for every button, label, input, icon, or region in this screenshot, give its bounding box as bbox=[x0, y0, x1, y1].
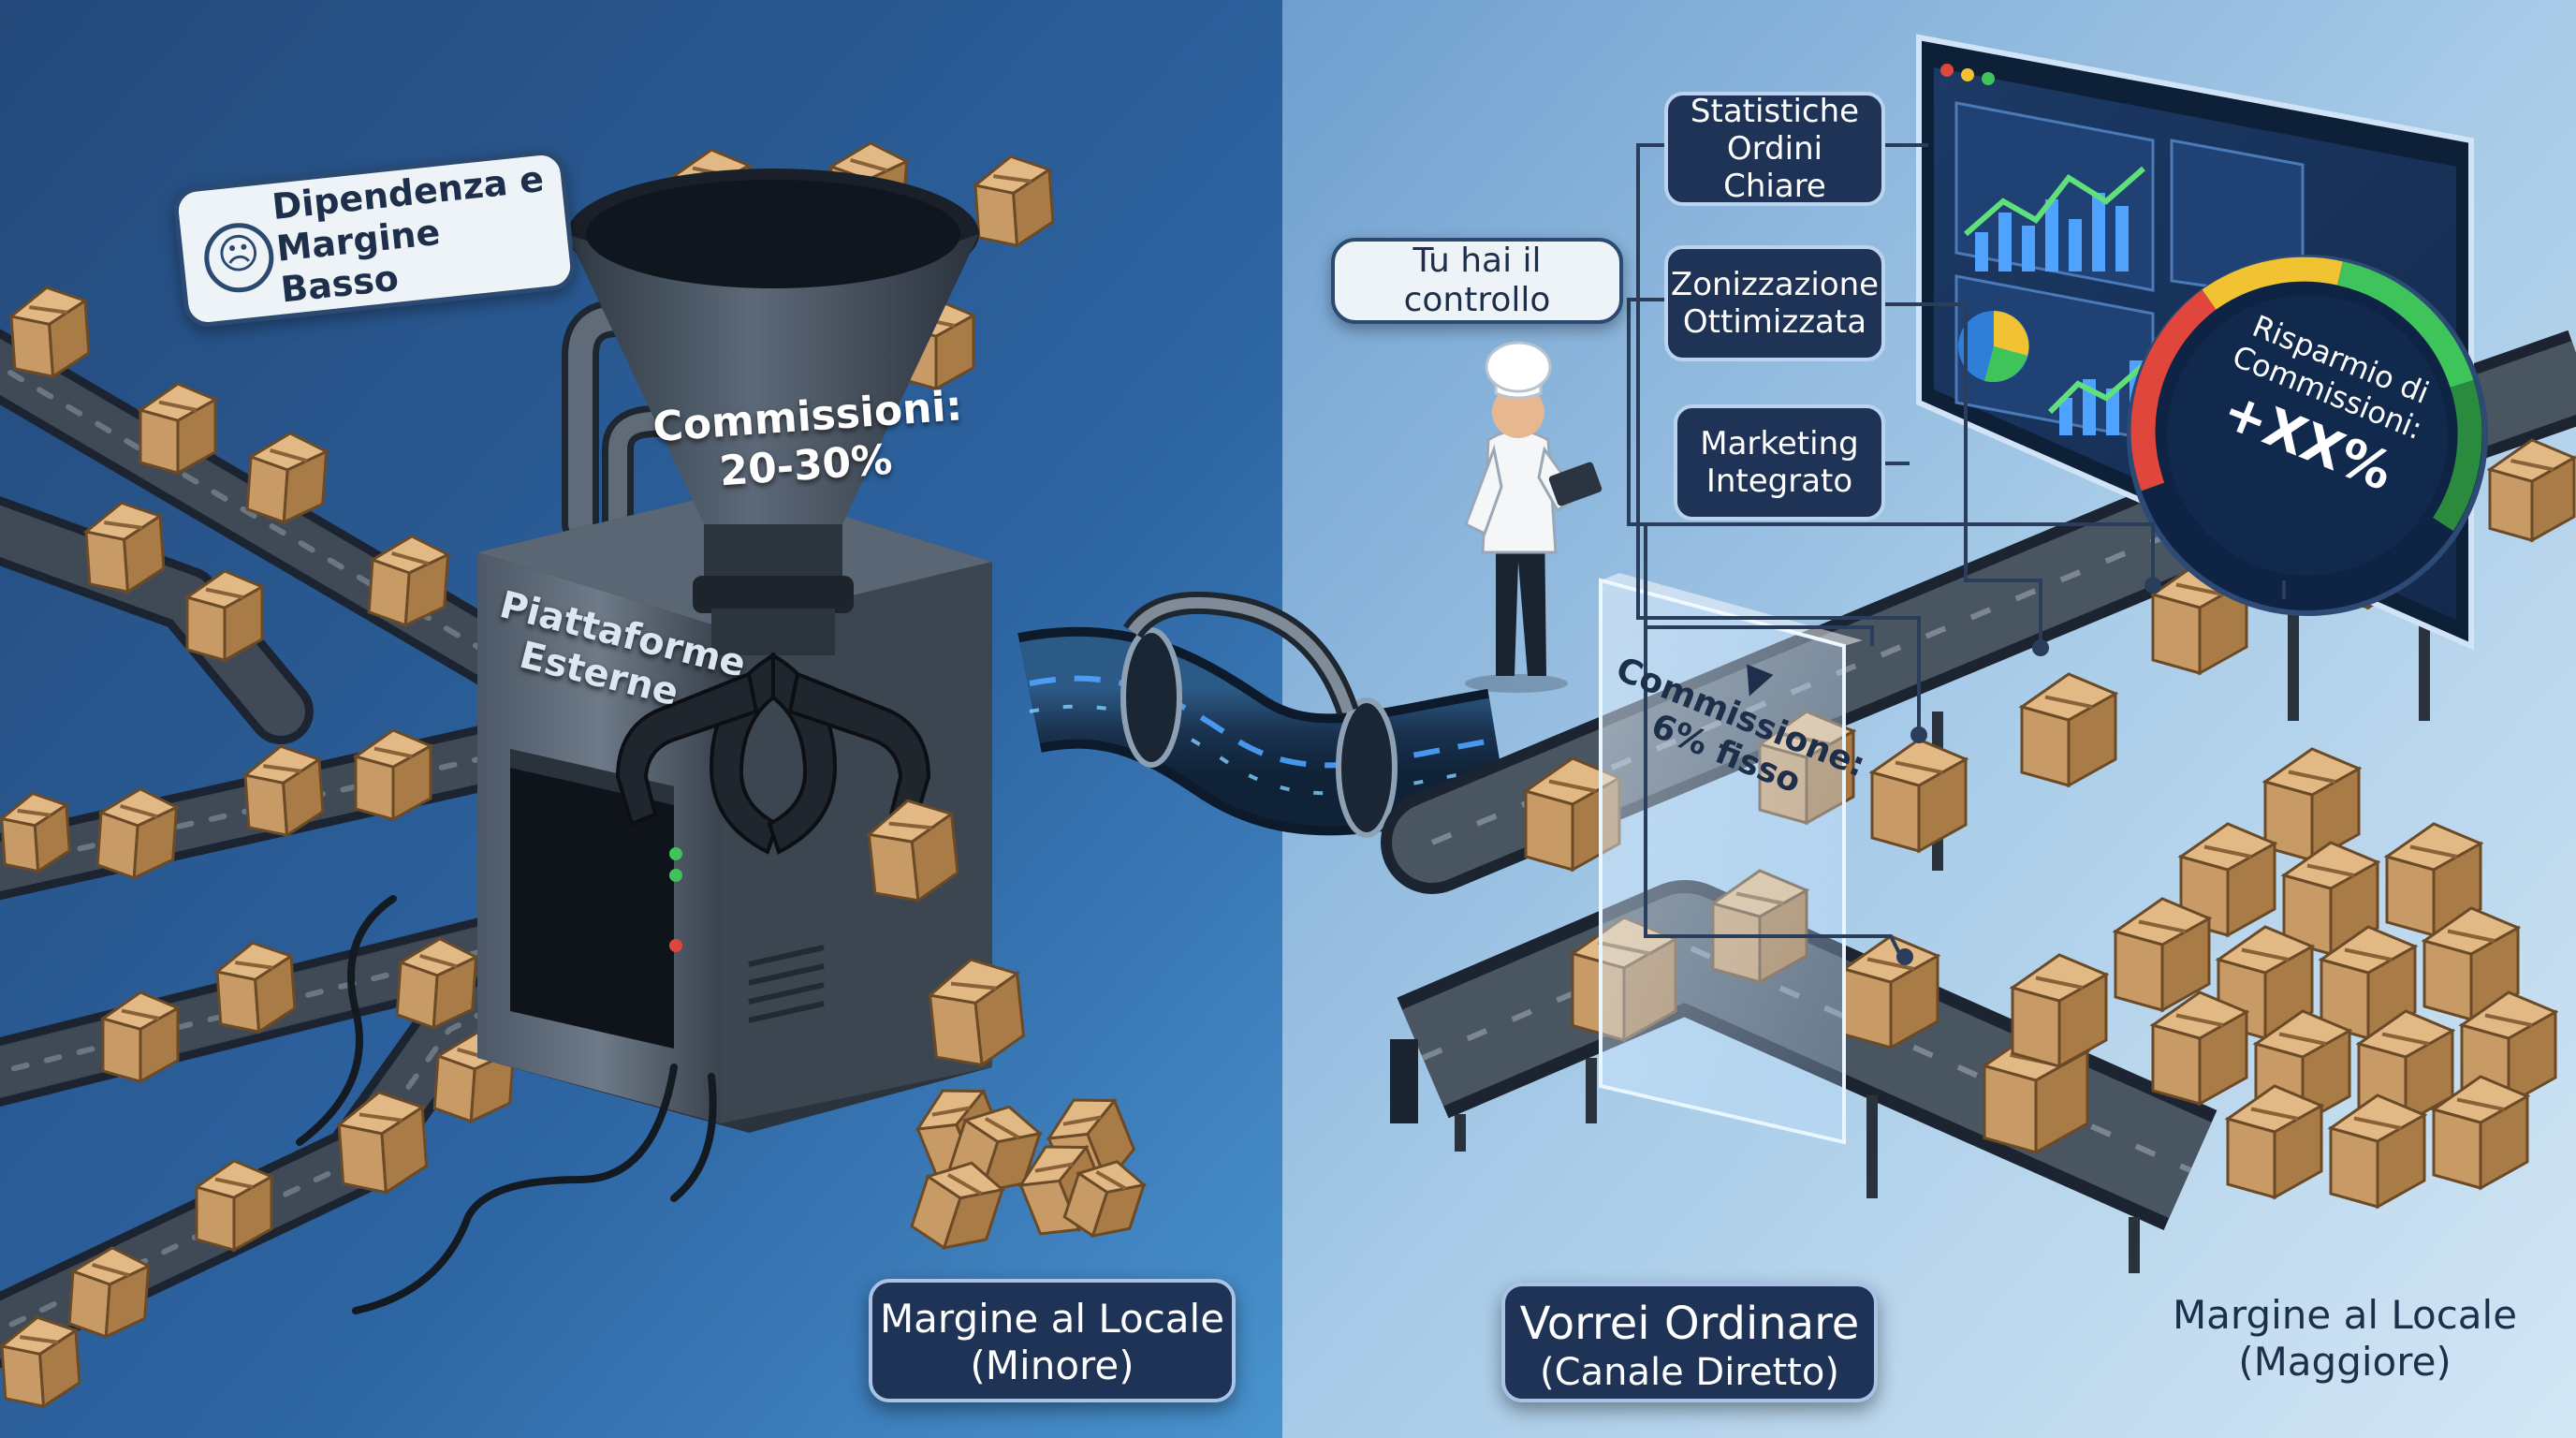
sad-face-icon: ☹ bbox=[200, 219, 277, 296]
stacked-box bbox=[2149, 990, 2250, 1107]
cardboard-box bbox=[367, 535, 452, 628]
cardboard-box bbox=[972, 154, 1055, 248]
stacked-box bbox=[2318, 925, 2419, 1041]
feature-zoning-line1: Zonizzazione bbox=[1670, 265, 1880, 303]
cardboard-box bbox=[395, 937, 480, 1031]
feature-marketing-line2: Integrato bbox=[1705, 462, 1853, 500]
dashboard-bar bbox=[2045, 199, 2058, 271]
cardboard-box bbox=[183, 569, 266, 663]
dashboard-bar bbox=[2022, 226, 2035, 271]
cardboard-box-direct bbox=[1840, 934, 1941, 1050]
cardboard-box bbox=[213, 941, 297, 1034]
dashboard-bar bbox=[2106, 389, 2119, 435]
margin-major-line1: Margine al Locale bbox=[2172, 1292, 2518, 1338]
margin-label-major: Margine al Locale (Maggiore) bbox=[2162, 1292, 2527, 1404]
cta-line1: Vorrei Ordinare bbox=[1519, 1298, 1860, 1350]
cardboard-box-direct bbox=[1868, 738, 1969, 854]
cardboard-box bbox=[352, 728, 434, 822]
cardboard-box bbox=[0, 1315, 81, 1409]
funnel-commission-label: Commissioni: 20-30% bbox=[651, 382, 964, 525]
cardboard-box bbox=[245, 432, 330, 525]
feature-zoning-line2: Ottimizzata bbox=[1682, 303, 1867, 341]
feature-zoning: Zonizzazione Ottimizzata bbox=[1664, 245, 1885, 361]
cardboard-box bbox=[0, 791, 71, 874]
crushed-box bbox=[1062, 1160, 1148, 1239]
feature-marketing: Marketing Integrato bbox=[1674, 404, 1885, 521]
cardboard-box bbox=[99, 990, 182, 1084]
dashboard-bar bbox=[2092, 193, 2105, 271]
cardboard-box bbox=[193, 1159, 275, 1253]
feature-statistics-line1: Statistiche bbox=[1690, 92, 1860, 130]
stacked-box bbox=[2327, 1093, 2428, 1210]
stacked-box bbox=[2177, 822, 2278, 938]
margin-minor-line2: (Minore) bbox=[970, 1342, 1134, 1388]
speech-bubble-control: Tu hai il controllo bbox=[1331, 238, 1623, 324]
feature-statistics-line2: Ordini Chiare bbox=[1723, 129, 1826, 206]
stacked-box bbox=[2261, 747, 2363, 863]
cardboard-box bbox=[242, 744, 325, 838]
cta-line2: (Canale Diretto) bbox=[1540, 1350, 1839, 1394]
cardboard-box bbox=[335, 1091, 429, 1196]
dashboard-bar bbox=[2069, 219, 2082, 271]
cardboard-box bbox=[67, 1246, 153, 1340]
falling-box bbox=[865, 799, 959, 903]
dashboard-bar bbox=[1998, 213, 2012, 271]
cardboard-box-direct bbox=[2009, 953, 2110, 1069]
margin-minor-line1: Margine al Locale bbox=[879, 1296, 1225, 1342]
feature-marketing-line1: Marketing bbox=[1700, 424, 1859, 462]
cardboard-box bbox=[137, 382, 219, 476]
cardboard-box-direct bbox=[2018, 672, 2119, 788]
cta-order-direct-button[interactable]: Vorrei Ordinare (Canale Diretto) bbox=[1501, 1283, 1878, 1402]
speech-bubble-control-text: Tu hai il controllo bbox=[1403, 241, 1551, 319]
feature-statistics: Statistiche Ordini Chiare bbox=[1664, 92, 1885, 206]
stacked-box bbox=[2224, 1084, 2325, 1200]
stacked-box bbox=[2430, 1075, 2531, 1191]
dashboard-bar bbox=[1975, 232, 1988, 271]
cardboard-box bbox=[82, 501, 166, 594]
cardboard-box-direct bbox=[2486, 438, 2576, 543]
margin-label-minor: Margine al Locale (Minore) bbox=[869, 1279, 1236, 1402]
falling-box bbox=[927, 958, 1026, 1068]
cardboard-box bbox=[7, 286, 91, 379]
cardboard-box bbox=[95, 787, 181, 881]
dashboard-bar bbox=[2115, 206, 2129, 271]
stacked-box bbox=[2112, 897, 2213, 1013]
margin-major-line2: (Maggiore) bbox=[2238, 1338, 2452, 1385]
dashboard-bar bbox=[2059, 398, 2072, 435]
crushed-box bbox=[910, 1161, 1006, 1251]
stacked-box bbox=[2383, 822, 2484, 938]
